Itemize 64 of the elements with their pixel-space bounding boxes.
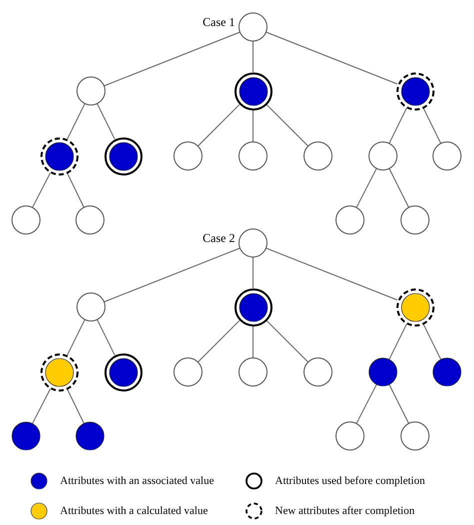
node-circle: [238, 357, 268, 387]
edge-line: [66, 103, 86, 140]
edge-line: [32, 172, 51, 208]
edge-line: [388, 108, 408, 144]
edge-line: [266, 32, 398, 85]
node-circle: [173, 357, 203, 387]
edge-line: [66, 319, 86, 356]
edge-line: [266, 320, 309, 363]
filled-node-circle: [11, 421, 41, 451]
legend-text: Attributes with an associated value: [60, 476, 214, 486]
edge-line: [356, 384, 378, 424]
edge-line: [252, 256, 254, 288]
filled-node-circle: [40, 136, 78, 176]
node-circle: [11, 205, 41, 235]
node-circle: [76, 76, 106, 106]
case-label: Case 1: [202, 16, 235, 28]
filled-node-circle: [432, 357, 462, 387]
edge-line: [96, 103, 116, 140]
node-circle: [368, 141, 398, 171]
node-circle: [335, 421, 365, 451]
case-label: Case 2: [202, 232, 235, 244]
node-circle: [76, 292, 106, 322]
node-circle: [238, 12, 268, 42]
edge-line: [104, 248, 240, 302]
edge-line: [266, 248, 398, 301]
filled-node-circle: [104, 136, 142, 176]
node-circle: [238, 141, 268, 171]
filled-node-circle: [234, 72, 272, 110]
node-circle: [400, 205, 430, 235]
edge-line: [66, 172, 84, 208]
legend-text: New attributes after completion: [275, 506, 415, 516]
filled-node-circle: [368, 357, 398, 387]
edge-line: [104, 32, 240, 86]
edge-line: [388, 168, 410, 208]
edge-line: [66, 388, 84, 424]
node-circle: [303, 141, 333, 171]
node-circle: [303, 357, 333, 387]
edge-line: [422, 108, 442, 144]
edge-line: [388, 324, 408, 360]
node-circle: [432, 141, 462, 171]
node-circle: [400, 421, 430, 451]
filled-node-circle: [396, 72, 434, 110]
edge-line: [96, 319, 116, 356]
edge-line: [252, 326, 254, 358]
edge-line: [252, 110, 254, 142]
filled-node-circle: [40, 352, 78, 392]
edge-line: [266, 104, 309, 147]
filled-node-circle: [234, 288, 272, 326]
edge-line: [356, 168, 378, 208]
filled-node-circle: [75, 421, 105, 451]
edge-line: [197, 104, 240, 147]
legend-text: Attributes used before completion: [275, 476, 425, 486]
edge-line: [197, 320, 240, 363]
node-circle: [238, 228, 268, 258]
filled-node-circle: [104, 352, 142, 392]
node-circle: [75, 205, 105, 235]
edge-line: [422, 324, 442, 360]
edge-line: [252, 40, 254, 72]
node-circle: [173, 141, 203, 171]
legend-text: Attributes with a calculated value: [60, 506, 208, 516]
edge-line: [32, 388, 51, 424]
edge-line: [388, 384, 410, 424]
filled-node-circle: [396, 288, 434, 326]
node-circle: [335, 205, 365, 235]
